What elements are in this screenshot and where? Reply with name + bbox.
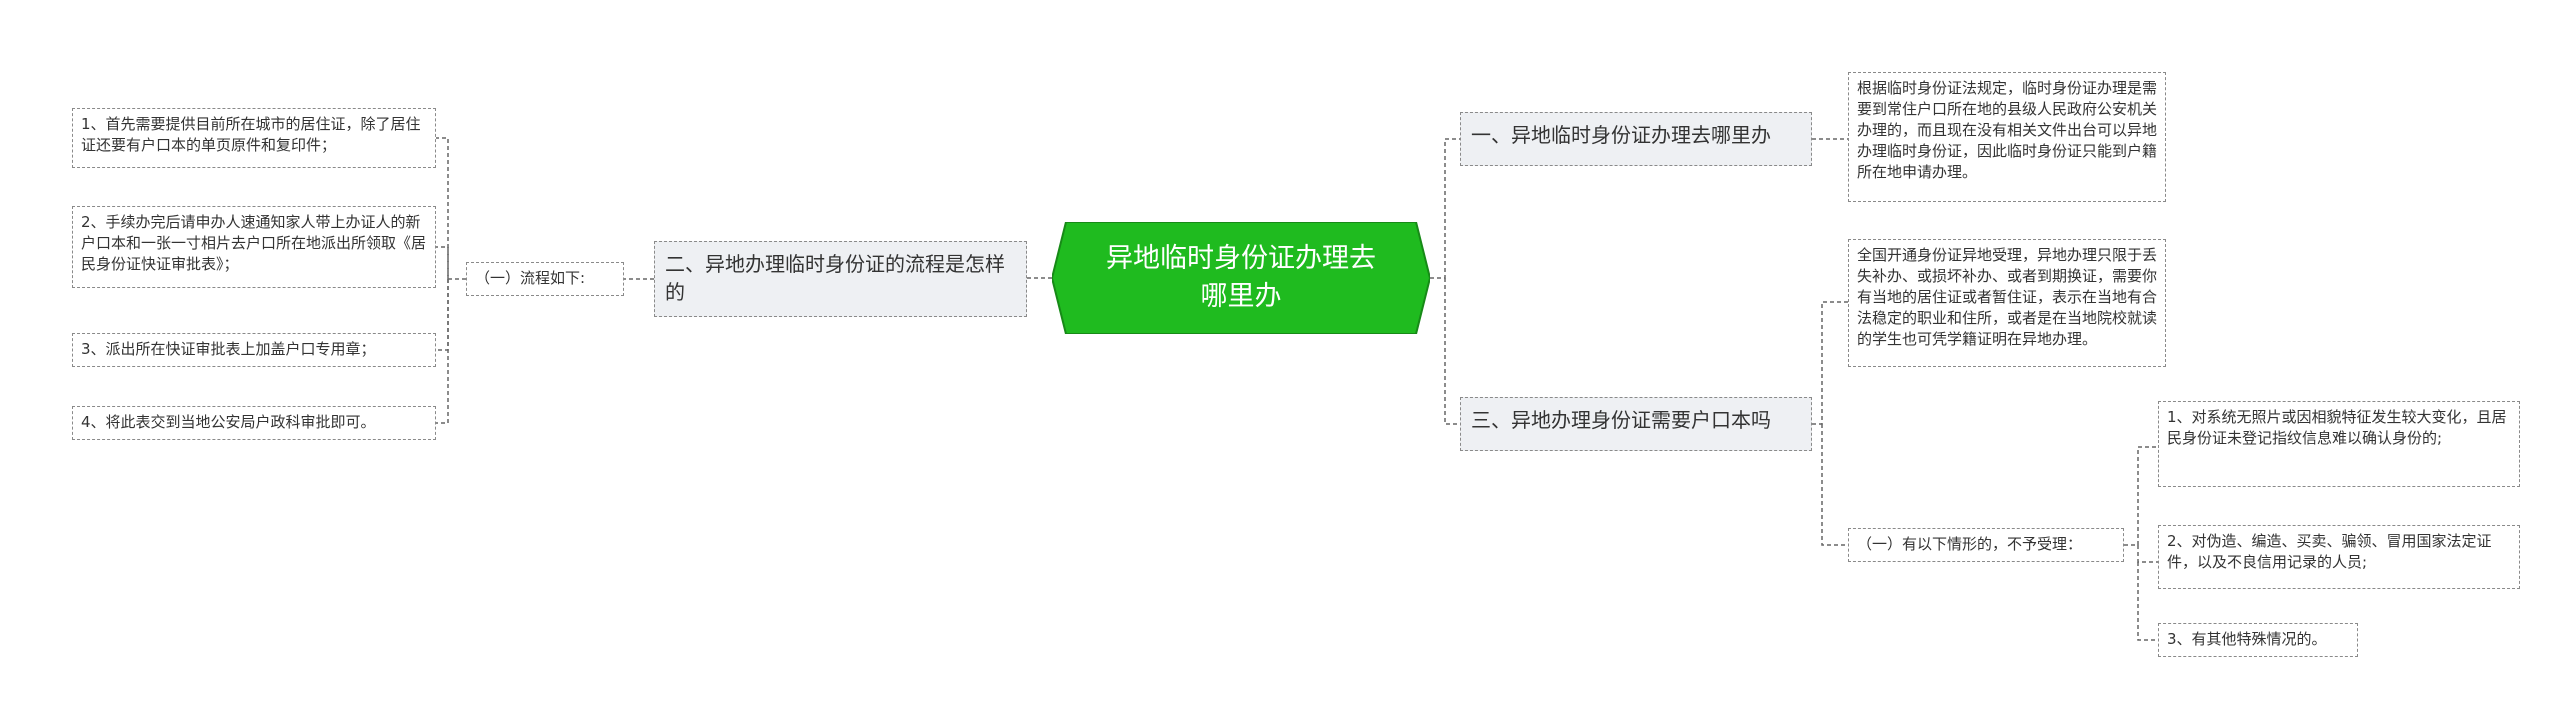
branch-left-2-item-2-text: 2、手续办完后请申办人速通知家人带上办证人的新户口本和一张一寸相片去户口所在地派…	[81, 213, 427, 273]
center-shape	[1052, 222, 1430, 334]
branch-left-2[interactable]: 二、异地办理临时身份证的流程是怎样的	[654, 241, 1027, 317]
connector	[436, 137, 466, 280]
branch-right-3-detail[interactable]: 全国开通身份证异地受理，异地办理只限于丢失补办、或损坏补办、或者到期换证，需要你…	[1848, 239, 2166, 367]
branch-left-2-item-4[interactable]: 4、将此表交到当地公安局户政科审批即可。	[72, 406, 436, 440]
branch-right-3-item-2-text: 2、对伪造、编造、买卖、骗领、冒用国家法定证件，以及不良信用记录的人员;	[2167, 532, 2492, 571]
connector	[436, 246, 449, 279]
branch-left-2-item-1-text: 1、首先需要提供目前所在城市的居住证，除了居住证还要有户口本的单页原件和复印件；	[81, 115, 421, 154]
central-topic-label: 异地临时身份证办理去哪里办	[1106, 243, 1376, 312]
branch-right-3-sub[interactable]: （一）有以下情形的，不予受理：	[1848, 528, 2124, 562]
branch-left-2-item-4-text: 4、将此表交到当地公安局户政科审批即可。	[81, 413, 376, 431]
connector	[2124, 446, 2158, 546]
connector	[1812, 301, 1848, 425]
branch-left-2-sub[interactable]: （一）流程如下:	[466, 262, 624, 296]
branch-left-2-sub-label: （一）流程如下:	[475, 269, 586, 287]
branch-right-1-label: 一、异地临时身份证办理去哪里办	[1471, 123, 1771, 147]
connector	[1821, 424, 1848, 546]
branch-right-1[interactable]: 一、异地临时身份证办理去哪里办	[1460, 112, 1812, 166]
connector	[1444, 278, 1460, 425]
branch-left-2-item-1[interactable]: 1、首先需要提供目前所在城市的居住证，除了居住证还要有户口本的单页原件和复印件；	[72, 108, 436, 168]
connector	[2137, 562, 2158, 641]
branch-right-3-label: 三、异地办理身份证需要户口本吗	[1471, 408, 1771, 432]
central-topic[interactable]: 异地临时身份证办理去哪里办	[1052, 222, 1430, 334]
branch-left-2-item-3-text: 3、派出所在快证审批表上加盖户口专用章；	[81, 340, 376, 358]
connector	[2137, 545, 2158, 563]
connector	[436, 279, 449, 424]
branch-right-3-item-1-text: 1、对系统无照片或因相貌特征发生较大变化，且居民身份证未登记指纹信息难以确认身份…	[2167, 408, 2507, 447]
branch-left-2-item-3[interactable]: 3、派出所在快证审批表上加盖户口专用章；	[72, 333, 436, 367]
branch-left-2-label: 二、异地办理临时身份证的流程是怎样的	[665, 252, 1005, 304]
branch-right-1-detail-text: 根据临时身份证法规定，临时身份证办理是需要到常住户口所在地的县级人民政府公安机关…	[1857, 79, 2158, 181]
branch-right-3-detail-text: 全国开通身份证异地受理，异地办理只限于丢失补办、或损坏补办、或者到期换证，需要你…	[1857, 246, 2158, 348]
branch-right-3-item-1[interactable]: 1、对系统无照片或因相貌特征发生较大变化，且居民身份证未登记指纹信息难以确认身份…	[2158, 401, 2520, 487]
branch-right-3-item-3-text: 3、有其他特殊情况的。	[2167, 630, 2327, 648]
connector	[1430, 138, 1460, 279]
branch-right-1-detail[interactable]: 根据临时身份证法规定，临时身份证办理是需要到常住户口所在地的县级人民政府公安机关…	[1848, 72, 2166, 202]
branch-left-2-item-2[interactable]: 2、手续办完后请申办人速通知家人带上办证人的新户口本和一张一寸相片去户口所在地派…	[72, 206, 436, 288]
branch-right-3-sub-label: （一）有以下情形的，不予受理：	[1857, 535, 2083, 553]
connector	[436, 279, 449, 351]
branch-right-3[interactable]: 三、异地办理身份证需要户口本吗	[1460, 397, 1812, 451]
branch-right-3-item-3[interactable]: 3、有其他特殊情况的。	[2158, 623, 2358, 657]
branch-right-3-item-2[interactable]: 2、对伪造、编造、买卖、骗领、冒用国家法定证件，以及不良信用记录的人员;	[2158, 525, 2520, 589]
